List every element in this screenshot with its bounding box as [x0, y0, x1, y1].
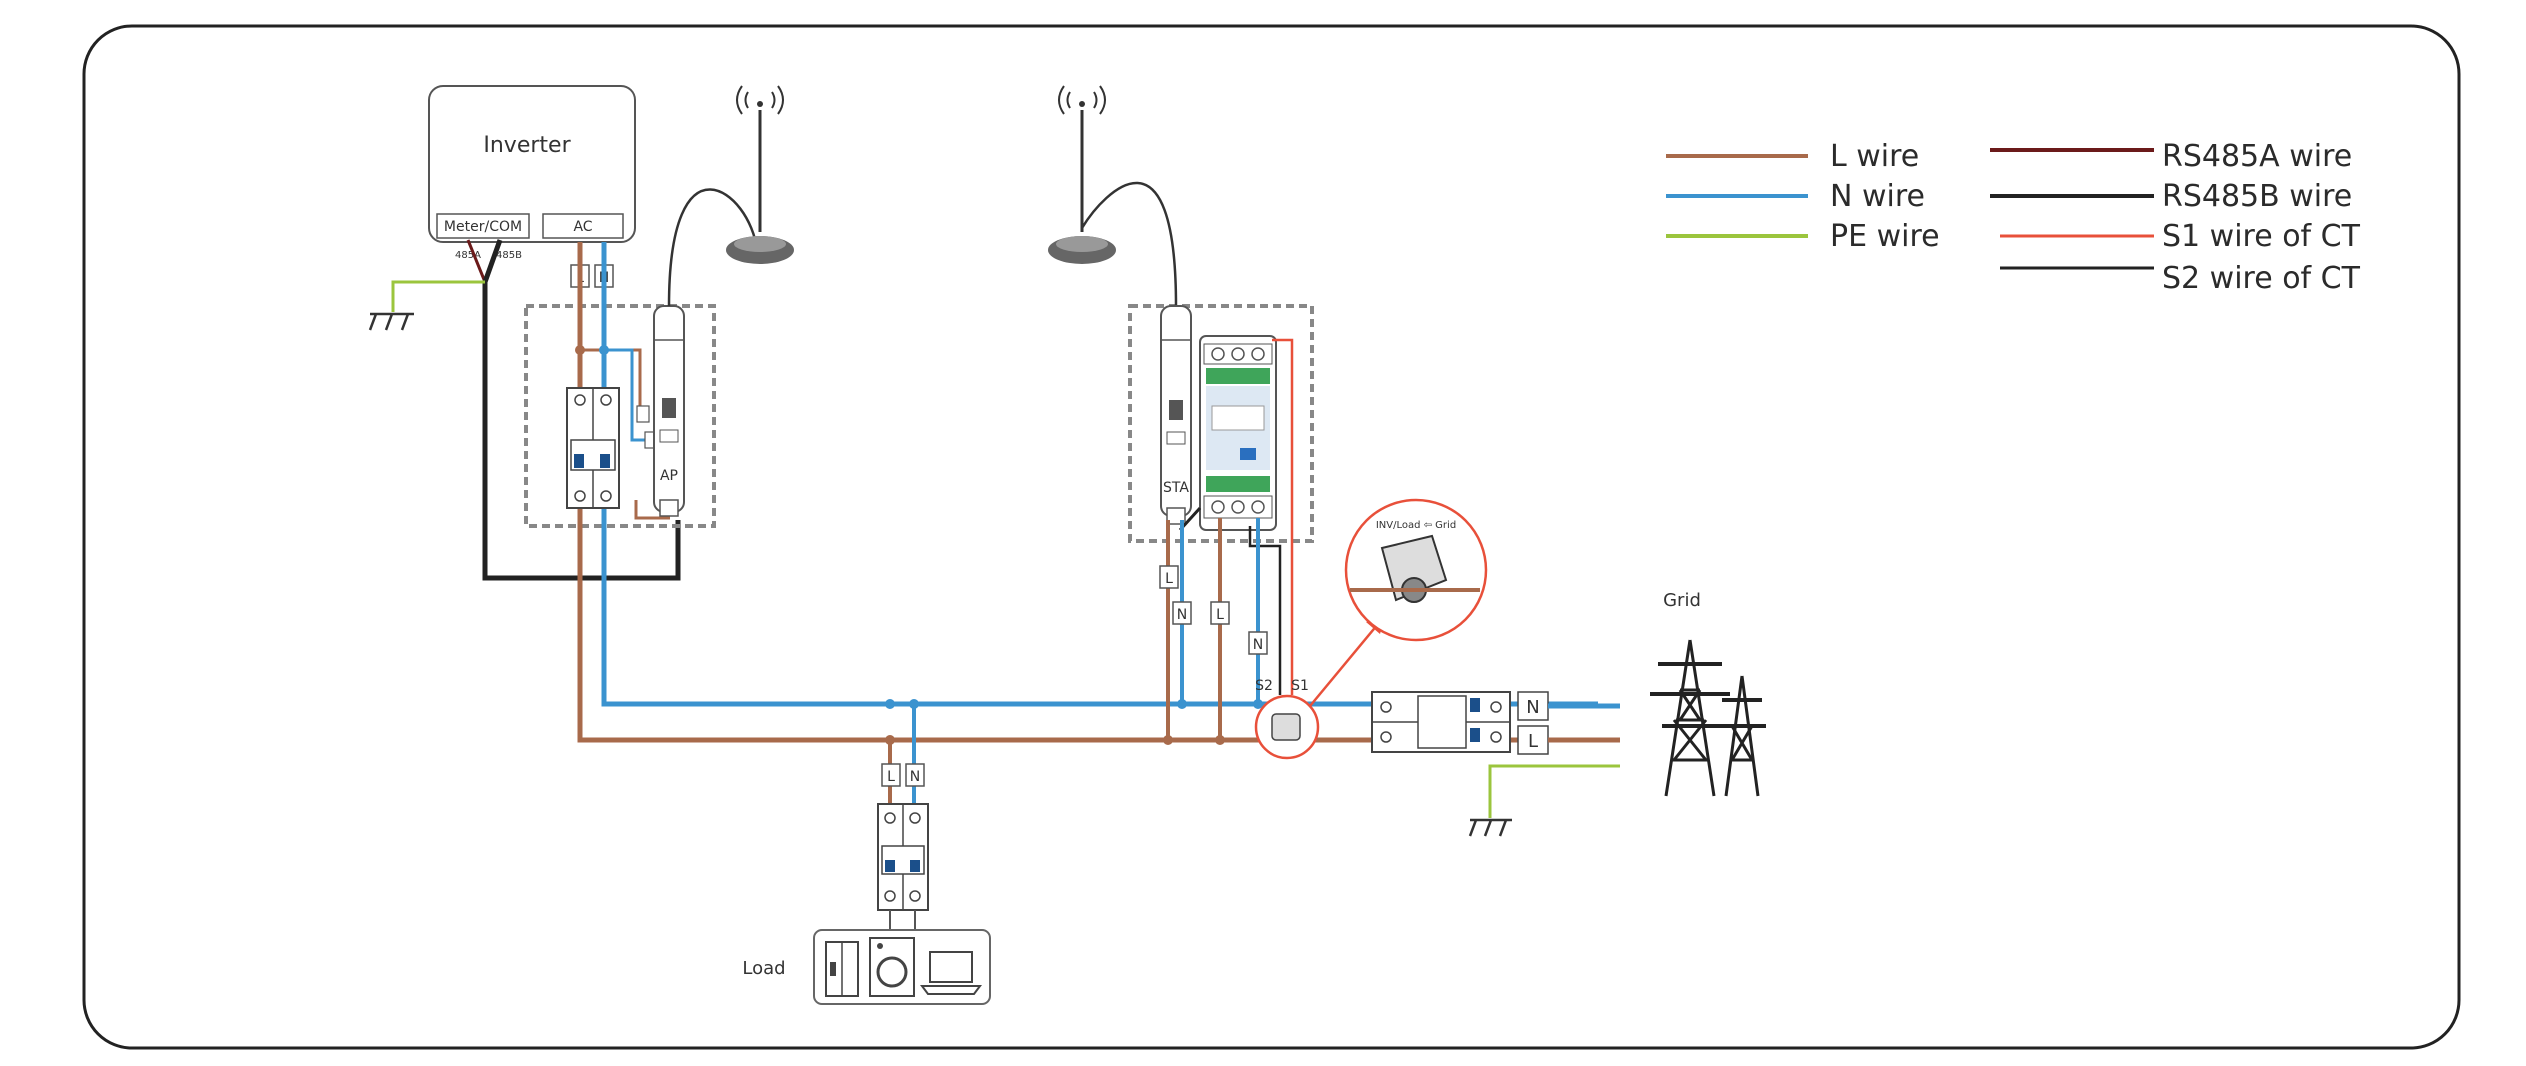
meter-n-label-2: N	[1253, 637, 1263, 653]
junction-dot	[1163, 735, 1173, 745]
meter-com-label: Meter/COM	[444, 219, 522, 235]
grid-label: Grid	[1663, 590, 1701, 611]
junction-dot	[885, 699, 895, 709]
junction-dot	[599, 345, 609, 355]
legend-label-n-wire: N wire	[1830, 179, 1925, 214]
legend-label-ct-s1: S1 wire of CT	[2162, 219, 2361, 254]
grid-n-label: N	[1526, 697, 1539, 718]
ap-feed-n	[604, 348, 652, 442]
ct-clamp-icon	[1350, 534, 1480, 603]
ct-s1-label: S1	[1291, 678, 1309, 694]
legend-label-pe-wire: PE wire	[1830, 219, 1940, 254]
outer-frame	[82, 24, 2461, 1050]
legend: L wire N wire PE wire RS485A wire RS485B…	[1666, 139, 2361, 296]
load-breaker	[877, 803, 929, 911]
ct-callout-arrow	[1309, 623, 1379, 707]
rs485a-wire	[466, 239, 487, 283]
inverter-title: Inverter	[483, 133, 571, 158]
laptop-icon	[920, 951, 982, 995]
ap-label: AP	[660, 468, 678, 484]
ct-s2-label: S2	[1255, 678, 1273, 694]
junction-dot	[1253, 699, 1263, 709]
meter-l-label-1: L	[1165, 571, 1173, 587]
smart-meter	[1199, 335, 1277, 531]
load-feed	[889, 910, 916, 930]
pin-485b-label: 485B	[496, 250, 522, 261]
junction-dot	[1177, 699, 1187, 709]
meter-n-terminal-2	[1248, 631, 1268, 655]
grid-ground-icon	[1468, 818, 1512, 837]
ct-s1-wire	[1272, 338, 1294, 695]
sta-dongle: STA	[1160, 305, 1192, 525]
fridge-icon	[825, 941, 859, 997]
ap-dongle: AP	[653, 305, 685, 517]
ap-return	[634, 500, 670, 520]
rs485b-wire	[482, 239, 681, 581]
sta-label: STA	[1163, 480, 1189, 496]
inverter-box	[428, 85, 636, 243]
washing-machine-icon	[869, 937, 915, 997]
junction-dot	[575, 345, 585, 355]
power-tower-icon	[1650, 639, 1766, 797]
load-appliances	[813, 929, 991, 1005]
grid-breaker	[1371, 691, 1511, 753]
meter-l-label-2: L	[1216, 607, 1224, 623]
ap-enclosure	[524, 304, 716, 528]
pin-485a-label: 485A	[455, 250, 481, 261]
ct-direction-label: INV/Load ⇦ Grid	[1376, 520, 1456, 531]
load-n-terminal	[905, 763, 925, 787]
ac-port	[542, 213, 624, 239]
junction-dot	[909, 699, 919, 709]
pe-wire-grid	[1488, 764, 1620, 818]
pe-wire-inverter	[391, 280, 485, 312]
ground-icon	[368, 312, 414, 331]
ac-port-label: AC	[573, 219, 592, 235]
load-l-label: L	[887, 769, 895, 785]
load-n-label: N	[910, 769, 920, 785]
legend-label-l-wire: L wire	[1830, 139, 1919, 174]
load-l-terminal	[881, 763, 901, 787]
meter-l-terminal-1	[1159, 565, 1179, 589]
inverter: Inverter Meter/COM AC 485A 485B	[428, 85, 636, 261]
ap-antenna-icon	[726, 85, 794, 264]
meter-n-terminal-1	[1172, 601, 1192, 625]
sta-antenna-icon	[1048, 85, 1116, 264]
meter-com-port	[436, 213, 530, 239]
ap-small-l	[636, 405, 650, 423]
legend-label-ct-s2: S2 wire of CT	[2162, 261, 2361, 296]
grid-l-label: L	[1528, 731, 1538, 752]
n-wire-bus	[601, 242, 1598, 707]
ap-antenna-cable	[667, 188, 759, 307]
inverter-breaker	[566, 387, 620, 509]
sta-antenna-cable	[1080, 181, 1178, 307]
l-wire-bus	[577, 242, 1598, 743]
ct-s2-wire	[1248, 526, 1282, 695]
meter-n-label-1: N	[1177, 607, 1187, 623]
junction-dot	[1215, 735, 1225, 745]
legend-label-rs485a: RS485A wire	[2162, 139, 2352, 174]
meter-l-terminal-2	[1210, 601, 1230, 625]
load-label: Load	[742, 958, 785, 979]
ct-clamp-body	[1271, 713, 1301, 741]
legend-label-rs485b: RS485B wire	[2162, 179, 2352, 214]
